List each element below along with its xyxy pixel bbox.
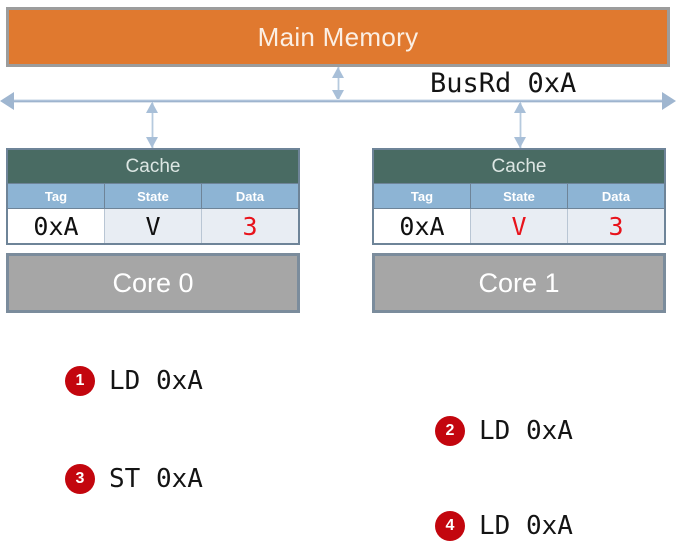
bus-transaction-label: BusRd 0xA: [430, 68, 577, 99]
column-header-data: Data: [235, 188, 265, 204]
core-block-1: Core 1: [372, 253, 666, 313]
cell-state-core1: V: [471, 209, 568, 243]
bus-cache1-connector-arrow: [514, 102, 527, 148]
memory-bus-connector-arrow: [332, 67, 345, 101]
step-instruction-2: LD 0xA: [479, 416, 573, 446]
step-badge-3: 3: [65, 464, 95, 494]
step-instruction-3: ST 0xA: [109, 464, 203, 494]
connector-shaft: [337, 67, 340, 101]
step-annotation-2: 2 LD 0xA: [435, 416, 573, 446]
arrow-up-head-icon: [514, 102, 526, 113]
connector-shaft: [151, 102, 154, 148]
connector-shaft: [519, 102, 522, 148]
column-header-data: Data: [601, 188, 631, 204]
column-header-state: State: [105, 184, 202, 208]
column-header-tag: Tag: [8, 184, 105, 208]
cache-block-core1: Cache Tag State Data 0xA V 3: [372, 148, 666, 245]
step-badge-2: 2: [435, 416, 465, 446]
step-annotation-1: 1 LD 0xA: [65, 366, 203, 396]
core-block-0: Core 0: [6, 253, 300, 313]
step-badge-1: 1: [65, 366, 95, 396]
main-memory-block: Main Memory: [6, 7, 670, 67]
step-instruction-1: LD 0xA: [109, 366, 203, 396]
cell-tag-core0: 0xA: [8, 209, 105, 243]
core-label-0: Core 0: [112, 267, 194, 298]
step-annotation-3: 3 ST 0xA: [65, 464, 203, 494]
cell-state-core0: V: [105, 209, 202, 243]
bus-cache0-connector-arrow: [146, 102, 159, 148]
arrow-down-head-icon: [146, 137, 158, 148]
arrow-down-head-icon: [514, 137, 526, 148]
cache-table-header-core1: Tag State Data: [374, 183, 664, 209]
bus-arrow-right-icon: [662, 92, 676, 110]
column-header-tag: Tag: [374, 184, 471, 208]
table-row: 0xA V 3: [374, 209, 664, 243]
cache-table-header-core0: Tag State Data: [8, 183, 298, 209]
arrow-up-head-icon: [332, 67, 344, 78]
bus-line: [4, 99, 672, 103]
step-badge-4: 4: [435, 511, 465, 541]
arrow-down-head-icon: [332, 90, 344, 101]
cell-data-core0: 3: [242, 211, 258, 241]
column-header-state: State: [471, 184, 568, 208]
cell-tag-core1: 0xA: [374, 209, 471, 243]
bus-arrow-left-icon: [0, 92, 14, 110]
cell-data-core1: 3: [608, 211, 624, 241]
table-row: 0xA V 3: [8, 209, 298, 243]
step-annotation-4: 4 LD 0xA: [435, 511, 573, 541]
cache-title-core0: Cache: [8, 150, 298, 183]
core-label-1: Core 1: [478, 267, 560, 298]
main-memory-label: Main Memory: [257, 21, 419, 52]
arrow-up-head-icon: [146, 102, 158, 113]
cache-title-core1: Cache: [374, 150, 664, 183]
step-instruction-4: LD 0xA: [479, 511, 573, 541]
cache-block-core0: Cache Tag State Data 0xA V 3: [6, 148, 300, 245]
